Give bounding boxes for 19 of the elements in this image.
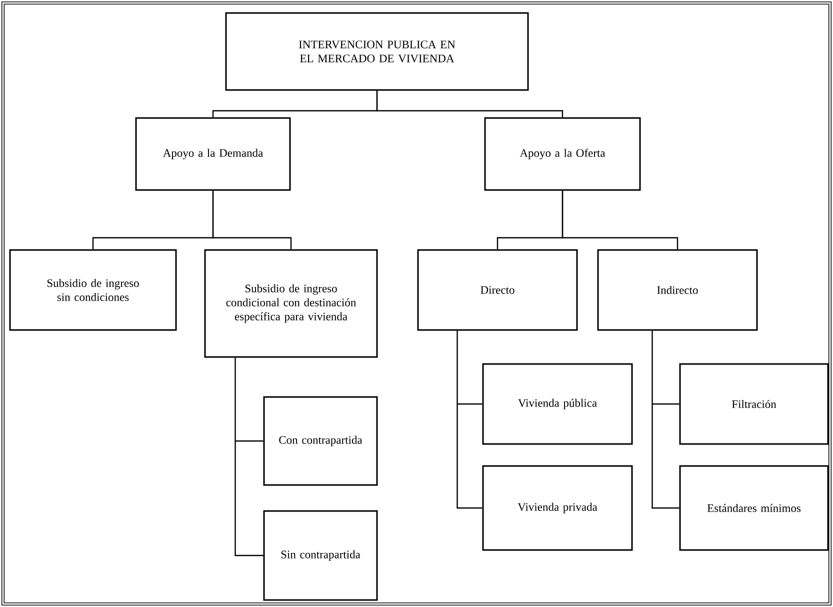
box: Subsidio de ingreso sin condiciones bbox=[9, 249, 177, 331]
box: Apoyo a la Demanda bbox=[135, 117, 291, 191]
box: Con contrapartida bbox=[263, 396, 378, 486]
box: Filtración bbox=[679, 363, 829, 445]
box: Vivienda privada bbox=[482, 465, 633, 551]
box: Vivienda pública bbox=[482, 363, 633, 445]
box: Directo bbox=[417, 249, 578, 331]
box: Apoyo a la Oferta bbox=[484, 117, 641, 191]
box: Subsidio de ingreso condicional con destinación específica para vivienda bbox=[204, 249, 378, 358]
connector-line bbox=[234, 357, 264, 556]
connector-line bbox=[652, 330, 680, 509]
box: INTERVENCION PUBLICA EN EL MERCADO DE VIVIENDA bbox=[225, 12, 529, 91]
box: Sin contrapartida bbox=[263, 510, 378, 601]
connector-line bbox=[212, 190, 292, 250]
box: Indirecto bbox=[597, 249, 758, 331]
connector-line bbox=[562, 190, 678, 250]
connector-line bbox=[456, 330, 483, 509]
box: Estándares mínimos bbox=[679, 465, 829, 551]
connector-line bbox=[376, 90, 564, 118]
